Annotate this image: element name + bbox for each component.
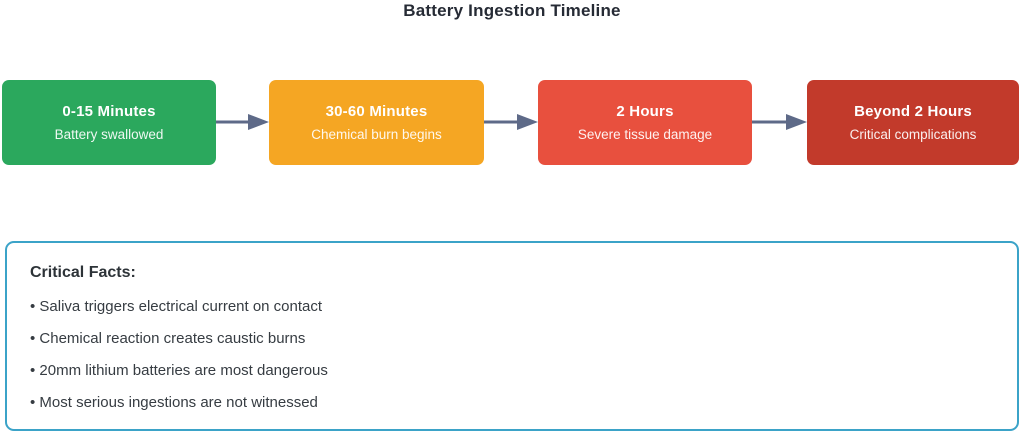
fact-item: • Most serious ingestions are not witnes…	[30, 394, 318, 411]
stage-time: 30-60 Minutes	[325, 103, 428, 120]
fact-item: • Saliva triggers electrical current on …	[30, 298, 323, 315]
fact-item: • Chemical reaction creates caustic burn…	[30, 330, 306, 347]
stage-event: Battery swallowed	[54, 127, 164, 142]
flow-arrow-icon	[216, 114, 269, 130]
stage-box-2-hours: 2 Hours Severe tissue damage	[538, 80, 752, 165]
stage-box-0-15-minutes: 0-15 Minutes Battery swallowed	[2, 80, 216, 165]
page-title: Battery Ingestion Timeline	[403, 1, 621, 20]
stage-time: 0-15 Minutes	[62, 103, 156, 120]
stage-event: Chemical burn begins	[311, 127, 442, 142]
flow-arrow-icon	[484, 114, 538, 130]
critical-facts-panel: Critical Facts: • Saliva triggers electr…	[5, 241, 1019, 431]
flow-arrow-icon	[752, 114, 807, 130]
facts-list: • Saliva triggers electrical current on …	[30, 299, 997, 427]
stage-time: 2 Hours	[616, 103, 674, 120]
facts-heading: Critical Facts:	[30, 264, 136, 281]
stage-time: Beyond 2 Hours	[854, 103, 972, 120]
stage-event: Severe tissue damage	[577, 127, 713, 142]
fact-item: • 20mm lithium batteries are most danger…	[30, 362, 328, 379]
stage-box-beyond-2-hours: Beyond 2 Hours Critical complications	[807, 80, 1019, 165]
stage-box-30-60-minutes: 30-60 Minutes Chemical burn begins	[269, 80, 484, 165]
stage-event: Critical complications	[849, 127, 977, 142]
